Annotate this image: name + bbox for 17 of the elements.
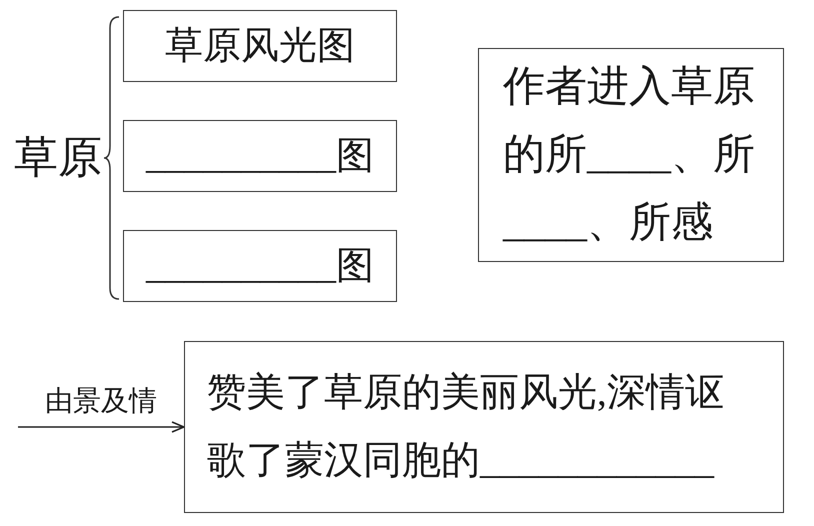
prompt-text: 草原风光图 [165,24,355,69]
prompt-text: 赞美了草原的美丽风光,深情讴歌了蒙汉同胞的____________ [207,370,725,484]
text-box [123,10,397,82]
prompt-text: 作者进入草原的所____、所____、所感 [503,63,756,248]
text-box [478,48,784,262]
text-box [184,341,784,513]
topic-label: 草原 [14,132,102,184]
text-box [123,230,397,302]
fill-in-line: __________ [146,135,336,177]
fill-in-line: ____________ [480,439,714,482]
fill-in-line: ____ [503,200,587,246]
text-box [123,120,397,192]
prompt-text: __________图 [146,134,374,179]
fill-in-line: __________ [146,245,336,287]
prompt-text: __________图 [146,244,374,289]
fill-in-line: ____ [587,132,671,178]
arrow [18,421,185,433]
